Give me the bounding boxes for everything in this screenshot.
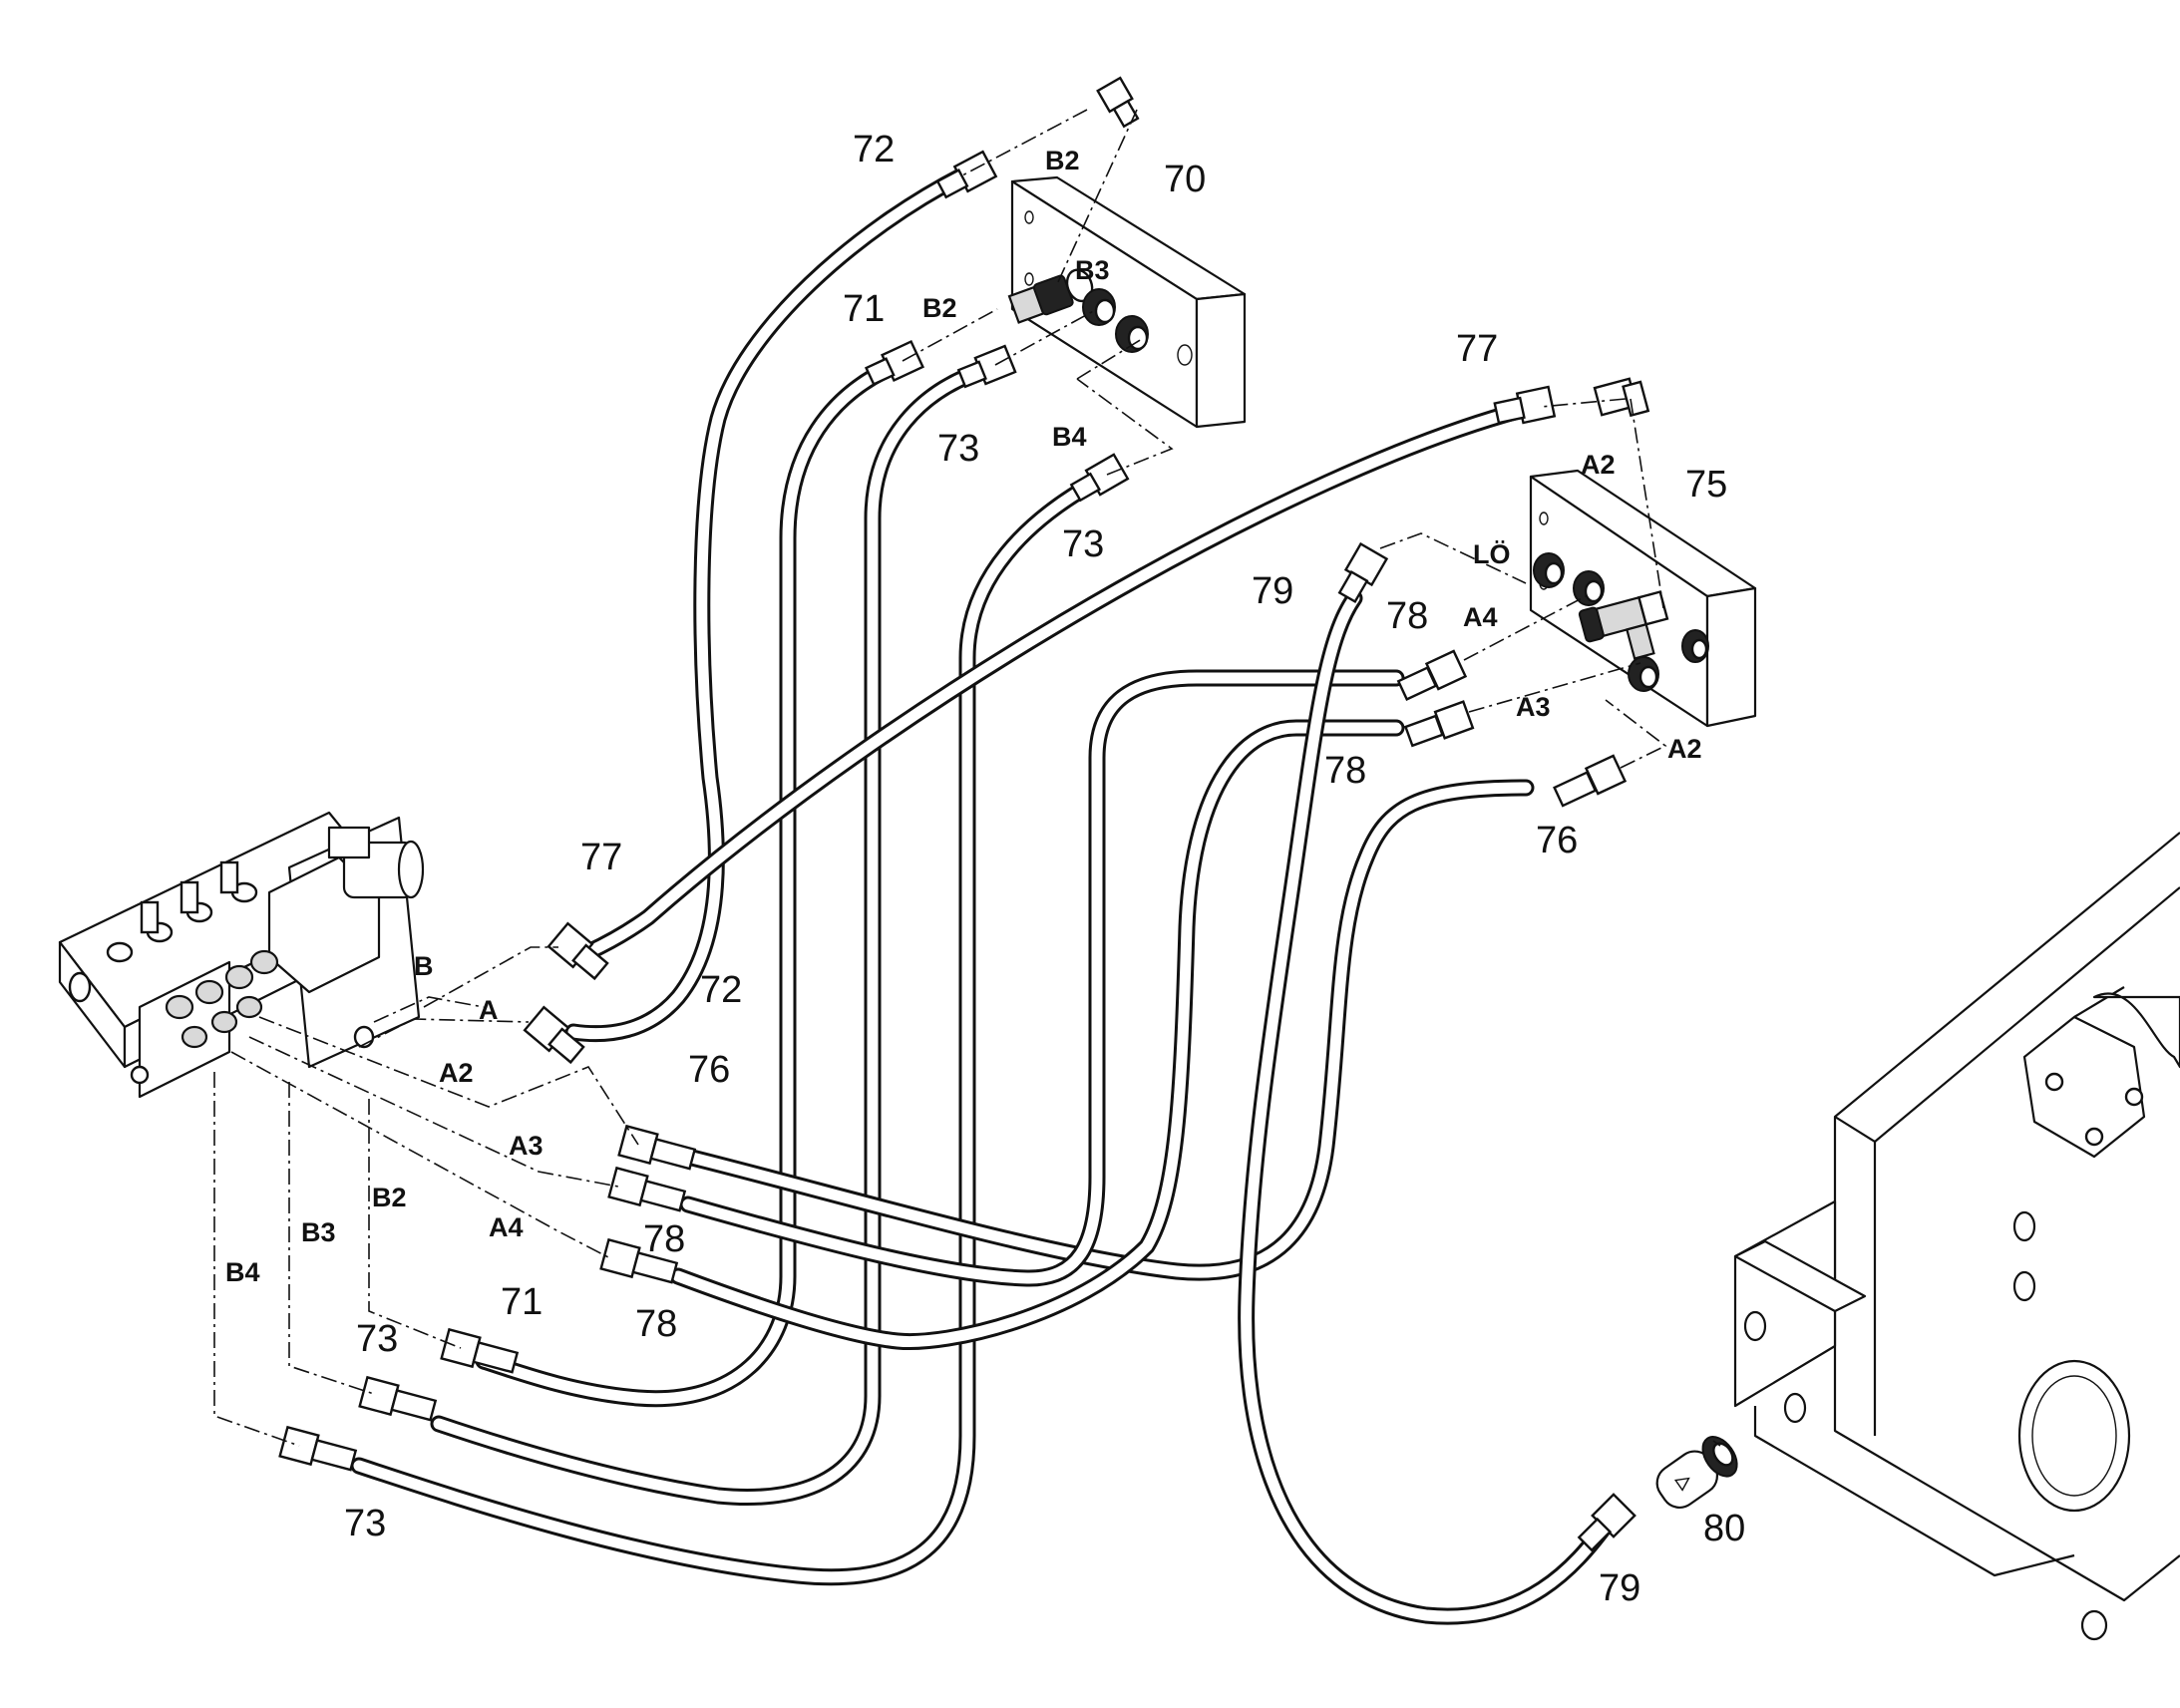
part-number-78: 78 (635, 1303, 677, 1345)
hose-79 (1238, 589, 1615, 1625)
part-number-73: 73 (356, 1318, 398, 1360)
hose-72 (564, 167, 971, 1043)
part-number-72: 72 (700, 969, 742, 1011)
control-valve-block (58, 811, 425, 1099)
hose-76 (679, 779, 1535, 1281)
part-number-80: 80 (1703, 1508, 1745, 1549)
fitting-78-left-b (599, 1237, 679, 1284)
part-number-71: 71 (843, 288, 885, 330)
port-label-a: A (479, 995, 499, 1025)
part-number-71: 71 (501, 1281, 543, 1323)
port-label-b: B (414, 951, 434, 981)
port-label-b3: B3 (1075, 255, 1110, 285)
fitting-78-a4 (1396, 649, 1468, 701)
port-labels: B2 B2 B3 B4 A2 LÖ A4 A3 A2 B A A2 A3 A4 … (225, 146, 1702, 1287)
hose-78 (672, 722, 1402, 1348)
port-label-lo: LÖ (1473, 539, 1511, 569)
part-number-77: 77 (1456, 328, 1498, 370)
fitting-73-top (956, 344, 1017, 389)
fitting-73-mid (1069, 453, 1130, 503)
fitting-79-bottom (1577, 1493, 1636, 1552)
part-number-73: 73 (344, 1503, 386, 1544)
valve-port-row (68, 860, 375, 1085)
part-number-75: 75 (1685, 464, 1727, 506)
fitting-76-left (617, 1124, 697, 1171)
port-label-a2: A2 (1581, 450, 1616, 480)
part-number-73: 73 (937, 428, 979, 470)
fitting-71-top (864, 339, 925, 386)
part-number-77: 77 (580, 837, 622, 878)
port-label-a2: A2 (1667, 734, 1702, 764)
plate-75 (1529, 469, 1757, 728)
hose-76 (682, 782, 1532, 1278)
port-label-a3: A3 (1516, 692, 1551, 722)
elbow-b2-fitting (1096, 76, 1140, 129)
plate-70 (1007, 175, 1247, 429)
part-number-73: 73 (1062, 523, 1104, 565)
part-number-78: 78 (1324, 750, 1366, 792)
fitting-71-left (440, 1327, 520, 1374)
fitting-77-top (1493, 385, 1557, 425)
fitting-group (278, 150, 1636, 1552)
part-number-79: 79 (1252, 570, 1293, 612)
hose-79 (1241, 592, 1612, 1622)
part-number-78: 78 (643, 1218, 685, 1260)
port-label-b2: B2 (372, 1183, 407, 1212)
fitting-78-a3 (1403, 700, 1475, 748)
hose-group (350, 167, 1615, 1625)
port-label-b2: B2 (1045, 146, 1080, 175)
fitting-79-top (1337, 541, 1389, 604)
leader-lines (213, 109, 1721, 1447)
port-label-b3: B3 (301, 1217, 336, 1247)
fitting-77-left (546, 921, 609, 981)
hose-72 (567, 170, 968, 1040)
pump-housing (1733, 832, 2180, 1641)
part-number-79: 79 (1599, 1567, 1640, 1609)
hose-71 (478, 361, 899, 1405)
port-label-b2: B2 (922, 293, 957, 323)
port-label-a3: A3 (509, 1131, 544, 1161)
fitting-76-a2 (1553, 754, 1628, 808)
port-label-a4: A4 (1463, 602, 1498, 632)
fitting-73-left-a (358, 1375, 438, 1422)
fitting-73-left-b (278, 1425, 358, 1472)
hose-73 (350, 470, 1111, 1586)
part-number-76: 76 (688, 1049, 730, 1091)
hose-78 (682, 672, 1402, 1284)
hose-73 (353, 473, 1108, 1583)
fitting-78-left-a (607, 1166, 687, 1212)
hose-77 (582, 403, 1532, 958)
filter-80 (1655, 1436, 1738, 1509)
fitting-72-top (935, 150, 998, 199)
hose-73 (433, 363, 993, 1503)
elbow-a2-fitting (1593, 377, 1650, 418)
part-number-78: 78 (1386, 595, 1428, 637)
port-label-b4: B4 (225, 1257, 260, 1287)
part-number-76: 76 (1536, 820, 1578, 861)
fitting-72-left (523, 1005, 585, 1065)
part-number-70: 70 (1164, 159, 1206, 200)
port-label-a4: A4 (489, 1212, 524, 1242)
port-label-b4: B4 (1052, 422, 1087, 452)
part-number-72: 72 (853, 129, 895, 171)
port-label-a2: A2 (439, 1058, 474, 1088)
part-number-labels: 72 70 71 73 73 77 75 79 78 78 76 77 72 7… (344, 129, 1745, 1609)
